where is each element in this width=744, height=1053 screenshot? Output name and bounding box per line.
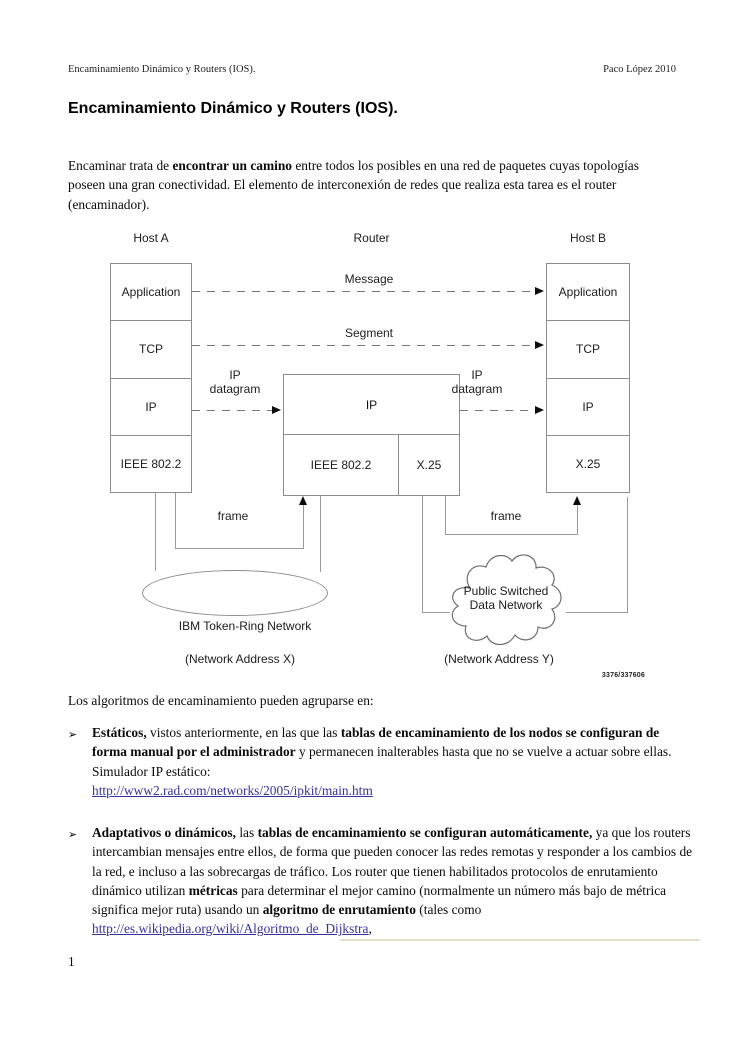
router-layer-ieee8022: IEEE 802.2 — [284, 435, 399, 495]
router-to-ring-line — [320, 496, 321, 572]
host-a-layer-application: Application — [121, 285, 181, 300]
segment-arrowhead-icon — [535, 341, 544, 349]
frame-right-label: frame — [490, 509, 522, 523]
router-layer-ip: IP — [365, 397, 378, 412]
frame-right-line-across — [445, 534, 578, 535]
page-title: Encaminamiento Dinámico y Routers (IOS). — [68, 100, 398, 117]
frame-left-line-down — [175, 493, 176, 548]
message-arrowhead-icon — [535, 287, 544, 295]
ip-datagram-left-dashed-line — [192, 410, 272, 411]
host-a-title: Host A — [133, 231, 169, 245]
router-title: Router — [353, 231, 390, 245]
host-b-layer-x25: X.25 — [547, 434, 629, 492]
bullet2-bold-1: Adaptativos o dinámicos, — [92, 825, 236, 840]
frame-left-line-across — [175, 548, 304, 549]
hosta-to-ring-line — [155, 493, 156, 571]
wikipedia-dijkstra-link[interactable]: http://es.wikipedia.org/wiki/Algoritmo_d… — [92, 921, 369, 937]
host-b-layer-ip: IP — [547, 377, 629, 435]
network-address-y-label: (Network Address Y) — [444, 652, 554, 666]
frame-right-line-down — [445, 496, 446, 534]
bullet2-text-5: , — [368, 921, 372, 937]
frame-left-arrowhead-icon — [299, 496, 307, 505]
ip-datagram-right-arrowhead-icon — [535, 406, 544, 414]
host-a-layer-ieee8022: IEEE 802.2 — [111, 434, 191, 492]
intro-bold: encontrar un camino — [172, 158, 292, 173]
router-to-cloud-line — [422, 496, 423, 612]
ip-datagram-right-dashed-line — [460, 410, 536, 411]
host-a-stack: Application TCP IP IEEE 802.2 — [110, 263, 192, 493]
bullet2-bold-2: tablas de encaminamiento se configuran a… — [257, 825, 593, 840]
psdn-cloud-icon — [451, 554, 562, 646]
psdn-label-line1: Public Switched — [463, 584, 549, 598]
message-label: Message — [344, 272, 394, 286]
psdn-cloud-label: Public Switched Data Network — [446, 584, 566, 612]
ip-datagram-right-line1: IP — [471, 368, 483, 382]
hostb-to-cloud-line — [627, 497, 628, 612]
token-ring-ellipse — [142, 570, 328, 616]
ip-datagram-left-label: IP datagram — [195, 368, 275, 396]
host-b-layer-tcp: TCP — [547, 320, 629, 377]
host-a-layer-ip: IP — [111, 377, 191, 435]
frame-left-line-up — [303, 505, 304, 549]
bullet-adaptativos-text: Adaptativos o dinámicos, las tablas de e… — [92, 823, 694, 939]
psdn-label-line2: Data Network — [469, 598, 543, 612]
network-address-x-label: (Network Address X) — [184, 652, 296, 666]
page-number: 1 — [68, 954, 75, 969]
bullet1-bold-1: Estáticos, — [92, 725, 147, 740]
intro-paragraph: Encaminar trata de encontrar un camino e… — [68, 156, 668, 214]
bullet2-bold-3: métricas — [188, 882, 238, 898]
header-right: Paco López 2010 — [603, 64, 676, 75]
host-b-layer-application: Application — [558, 285, 618, 300]
ip-datagram-left-line2: datagram — [209, 382, 261, 396]
ip-datagram-left-arrowhead-icon — [272, 406, 281, 414]
bullet2-text-3: para determinar el mejor camino (normalm… — [92, 882, 667, 918]
ip-datagram-right-label: IP datagram — [437, 368, 517, 396]
figure-number: 3376/337606 — [601, 672, 645, 679]
router-to-cloud-line-h — [422, 612, 450, 613]
bullet-adaptativos: ➢ Adaptativos o dinámicos, las tablas de… — [68, 823, 694, 939]
router-box: IP IEEE 802.2 X.25 — [283, 374, 460, 496]
ip-datagram-right-line2: datagram — [451, 382, 503, 396]
host-a-layer-tcp: TCP — [111, 320, 191, 377]
bullet1-text-1: vistos anteriormente, en las que las — [146, 725, 341, 740]
router-bottom-row: IEEE 802.2 X.25 — [284, 434, 459, 495]
message-dashed-line — [192, 291, 536, 292]
bullet-marker-icon: ➢ — [68, 728, 78, 741]
frame-left-label: frame — [217, 509, 249, 523]
bullet1-link-row: http://www2.rad.com/networks/2005/ipkit/… — [92, 781, 694, 800]
bullet-estaticos-text: Estáticos, vistos anteriormente, en las … — [92, 723, 694, 800]
hostb-to-cloud-line-h — [566, 612, 628, 613]
bullet-estaticos: ➢ Estáticos, vistos anteriormente, en la… — [68, 723, 694, 800]
bullet2-text-1: las — [235, 825, 258, 840]
bullet1-bold-2: tablas de encaminamiento de los nodos se… — [92, 725, 660, 760]
header-left: Encaminamiento Dinámico y Routers (IOS). — [68, 64, 256, 75]
intro-text: Encaminar trata de — [68, 158, 173, 173]
rad-simulator-link[interactable]: http://www2.rad.com/networks/2005/ipkit/… — [92, 782, 373, 798]
segment-dashed-line — [192, 345, 536, 346]
scan-artifact-line — [340, 939, 700, 941]
intro-text-2: entre todos los posibles en una red de p… — [68, 158, 639, 212]
bullet1-text-2: y permanecen inalterables hasta que no s… — [92, 744, 672, 779]
bullet2-text-4: (tales como — [415, 902, 482, 918]
token-ring-label: IBM Token-Ring Network — [178, 619, 312, 633]
bullet2-text-2: ya que los routers intercambian mensajes… — [92, 825, 693, 898]
bullet2-bold-4: algoritmo de enrutamiento — [262, 902, 416, 918]
lead-sentence: Los algoritmos de encaminamiento pueden … — [68, 693, 374, 708]
host-b-stack: Application TCP IP X.25 — [546, 263, 630, 493]
frame-right-line-up — [577, 505, 578, 534]
router-layer-x25: X.25 — [416, 458, 442, 472]
network-diagram: Host A Router Host B Application TCP IP … — [110, 231, 645, 679]
host-b-title: Host B — [569, 231, 606, 245]
bullet-marker-icon-2: ➢ — [68, 828, 78, 841]
ip-datagram-left-line1: IP — [229, 368, 241, 382]
frame-right-arrowhead-icon — [573, 496, 581, 505]
segment-label: Segment — [344, 326, 394, 340]
